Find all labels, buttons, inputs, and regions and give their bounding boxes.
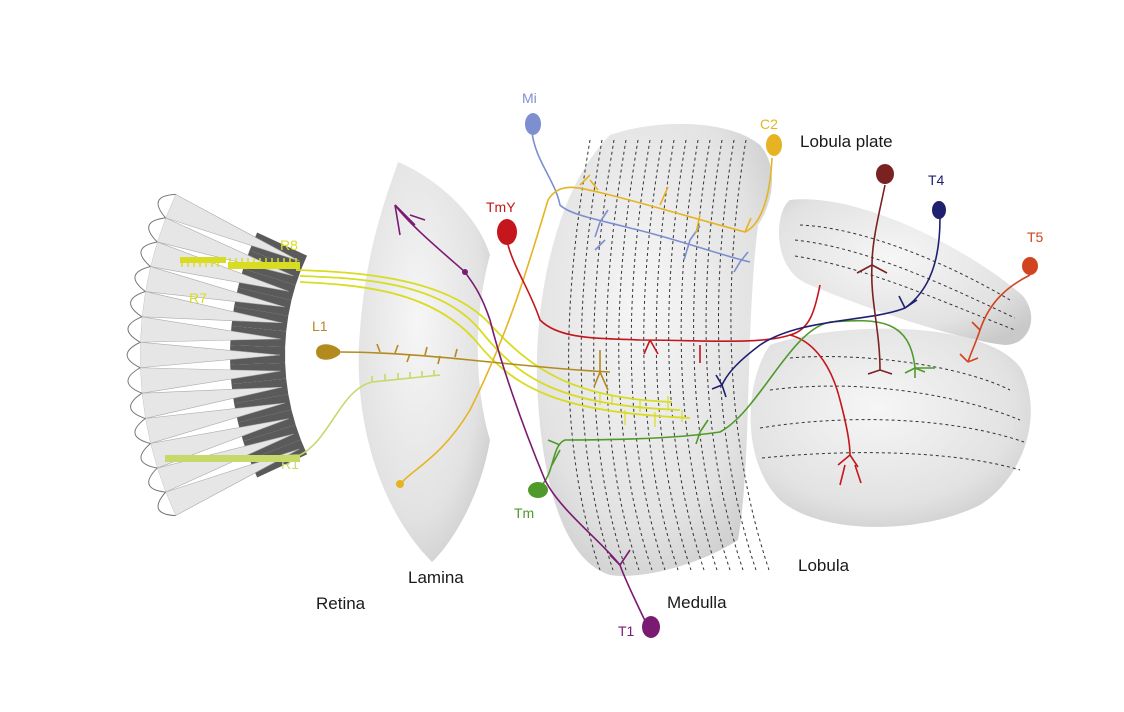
lamina-neuropil	[358, 162, 490, 562]
t5-label: T5	[1027, 229, 1044, 245]
t1-label: T1	[618, 623, 635, 639]
ommatidium-lens	[127, 316, 143, 343]
r8-rhabdomere	[228, 258, 300, 269]
medulla-columns	[568, 139, 770, 571]
lobula-label: Lobula	[798, 556, 850, 575]
ommatidium-lens	[148, 467, 166, 493]
ommatidium-lens	[157, 193, 176, 219]
ommatidium-lens	[134, 266, 151, 292]
medulla-r7-r8-terminals	[599, 393, 683, 427]
t1-node	[462, 269, 468, 275]
lobula-plate-label: Lobula plate	[800, 132, 893, 151]
c2-label: C2	[760, 116, 778, 132]
c2-soma	[766, 134, 782, 156]
medulla-column-line	[693, 139, 731, 571]
mi-soma	[525, 113, 541, 135]
mi-neuron	[531, 131, 751, 273]
lobula-plate-neuropil	[778, 199, 1032, 345]
medulla-column-line	[730, 139, 770, 571]
retina-label: Retina	[316, 594, 366, 613]
medulla-column-line	[718, 139, 757, 571]
r1-rhabdomere	[165, 455, 300, 462]
medulla-column-line	[593, 139, 627, 571]
ommatidium-cone	[144, 266, 285, 308]
l1-neuron	[339, 343, 611, 391]
medulla-label: Medulla	[667, 593, 727, 612]
r1-label: R1	[281, 456, 299, 472]
t4-neuron	[711, 217, 941, 398]
lobula-layers	[759, 356, 1025, 471]
medulla-column-line	[680, 139, 718, 571]
tm-soma	[528, 482, 548, 498]
t4-label: T4	[928, 172, 945, 188]
t1-soma	[642, 616, 660, 638]
medulla-column-line	[630, 139, 666, 571]
t5-neuron	[959, 274, 1031, 363]
l1-soma	[316, 344, 340, 360]
tm-neuron	[541, 319, 935, 486]
medulla-column-line	[618, 139, 653, 571]
t5-soma	[1022, 257, 1038, 275]
ommatidium-cone	[141, 386, 283, 419]
l1-label: L1	[312, 318, 328, 334]
r1-neuron	[164, 370, 441, 462]
tmy-label: TmY	[486, 199, 516, 215]
t4-soma	[932, 201, 946, 219]
ommatidium-lens	[134, 418, 151, 444]
r7-rhabdomere	[180, 257, 226, 267]
ommatidium-lens	[140, 443, 158, 469]
medulla-column-line	[580, 139, 614, 571]
tmy-neuron	[507, 244, 862, 486]
lamina-label: Lamina	[408, 568, 464, 587]
lpc-soma	[876, 164, 894, 184]
c2-terminal	[396, 480, 404, 488]
c2-neuron	[399, 157, 773, 486]
r7-label: R7	[189, 290, 207, 306]
lobula-neuropil	[750, 328, 1031, 527]
ommatidium-lens	[126, 341, 141, 369]
ommatidium-cone	[150, 241, 289, 292]
ommatidium-cone	[144, 402, 285, 444]
tm-label: Tm	[514, 505, 535, 521]
ommatidium-lens	[130, 291, 146, 318]
retina-ommatidia	[126, 193, 308, 517]
lpc-neuron	[856, 184, 893, 375]
ommatidium-lens	[127, 367, 143, 394]
ommatidium-lens	[148, 217, 166, 243]
lobula-plate-layers	[794, 224, 1016, 331]
ommatidium-lens	[157, 491, 176, 517]
medulla-column-line	[643, 139, 679, 571]
medulla-column-line	[605, 139, 640, 571]
medulla-column-line	[568, 139, 601, 571]
ommatidium-cone	[139, 316, 281, 343]
t1-neuron	[394, 204, 649, 628]
medulla-column-line	[655, 139, 692, 571]
ommatidium-lens	[130, 392, 146, 419]
medulla-neuropil	[536, 123, 773, 576]
ommatidium-lens	[140, 241, 158, 267]
r8-label: R8	[280, 237, 298, 253]
r7-r8-axons	[295, 269, 691, 419]
ommatidium-cone	[139, 367, 281, 394]
medulla-column-line	[705, 139, 744, 571]
ommatidium-cone	[141, 291, 283, 324]
tmy-soma	[497, 219, 517, 245]
medulla-column-line	[668, 139, 705, 571]
mi-label: Mi	[522, 90, 537, 106]
